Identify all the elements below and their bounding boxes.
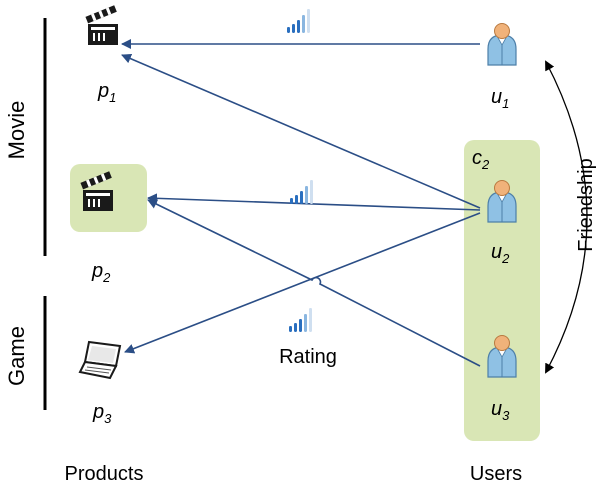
product-label-p1: p1 [97, 80, 116, 105]
edge-u2-p3 [124, 212, 481, 354]
user-label-u2: u2 [491, 241, 510, 266]
rating-edges [121, 39, 481, 367]
user-icon [487, 22, 517, 66]
game-category-label: Game [4, 326, 29, 386]
community-label-c2: c2 [472, 147, 490, 172]
movie-clapperboard-icon [85, 5, 118, 46]
user-label-u1: u1 [491, 86, 509, 111]
laptop-icon [78, 340, 122, 380]
rating-label: Rating [279, 346, 337, 368]
edge-u2-p1 [121, 53, 481, 209]
rating-signal-icon [290, 180, 313, 204]
product-label-p3: p3 [92, 401, 112, 426]
community-c2-box [464, 140, 540, 441]
edge-u3-p2 [147, 199, 481, 367]
users-column-label: Users [470, 463, 522, 485]
user-label-u3: u3 [491, 398, 510, 423]
products-column-label: Products [65, 463, 144, 485]
friendship-label: Friendship [575, 158, 597, 251]
rating-signal-icon [289, 308, 312, 332]
friendship-arc [545, 60, 588, 374]
movie-category-label: Movie [4, 101, 29, 160]
rating-signal-icon [287, 9, 310, 33]
edge-u2-p2 [147, 193, 481, 211]
product-label-p2: p2 [91, 260, 111, 285]
